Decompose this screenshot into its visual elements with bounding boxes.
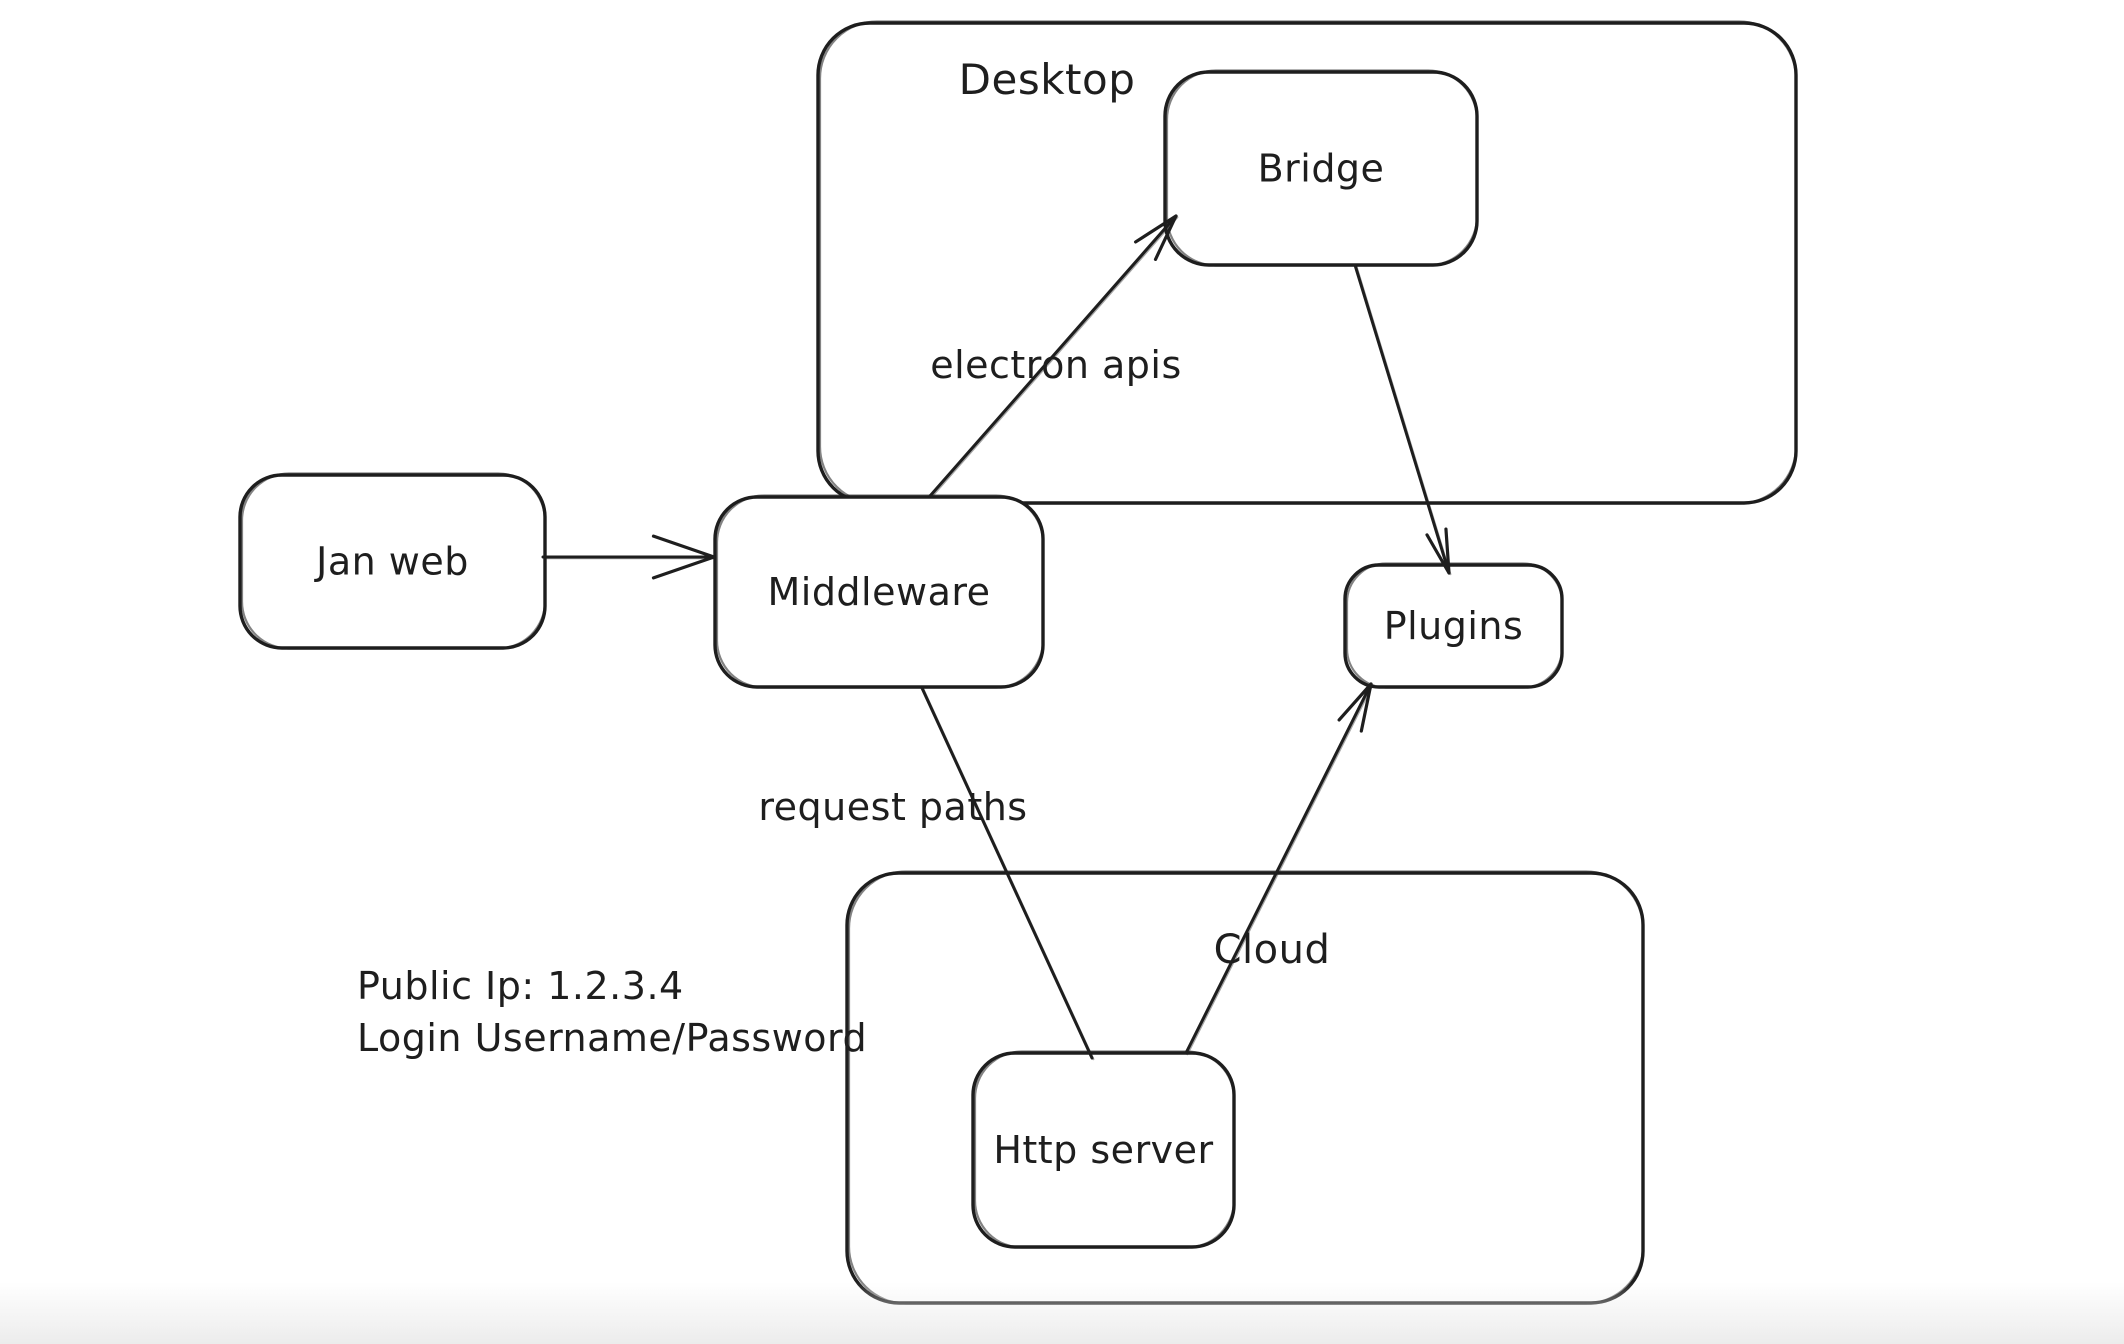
annotation-login-info[interactable]: Login Username/Password [357,1016,867,1060]
edge-janweb-to-middleware-arrowhead-icon [651,534,716,580]
container-desktop-label: Desktop [959,55,1136,104]
annotation-public-ip[interactable]: Public Ip: 1.2.3.4 [357,964,684,1008]
node-bridge[interactable]: Bridge [1163,69,1479,267]
edge-label-electron-apis[interactable]: electron apis [930,343,1182,387]
node-plugins-label: Plugins [1384,604,1524,648]
node-http-server-label: Http server [993,1128,1213,1172]
container-desktop[interactable]: Desktop [816,20,1798,505]
edge-middleware-to-bridge[interactable] [928,214,1179,499]
container-cloud-label: Cloud [1214,927,1331,973]
node-middleware[interactable]: Middleware [713,494,1045,689]
node-plugins[interactable]: Plugins [1343,562,1564,689]
edge-bridge-to-plugins-arrowhead-icon [1425,527,1451,575]
edge-middleware-to-bridge-arrowhead-icon [1134,214,1178,261]
node-jan-web-label: Jan web [314,540,469,584]
edge-bridge-to-plugins[interactable] [1353,263,1452,576]
edge-httpserver-to-plugins-arrowhead-icon [1337,682,1373,733]
edge-label-request-paths[interactable]: request paths [758,785,1027,829]
node-middleware-label: Middleware [767,570,990,614]
edge-middleware-to-httpserver[interactable] [920,686,1095,1061]
edge-httpserver-to-plugins[interactable] [1184,682,1374,1056]
node-bridge-label: Bridge [1258,147,1385,191]
node-jan-web[interactable]: Jan web [238,472,547,650]
node-http-server[interactable]: Http server [971,1050,1236,1249]
edge-janweb-to-middleware[interactable] [541,534,717,580]
